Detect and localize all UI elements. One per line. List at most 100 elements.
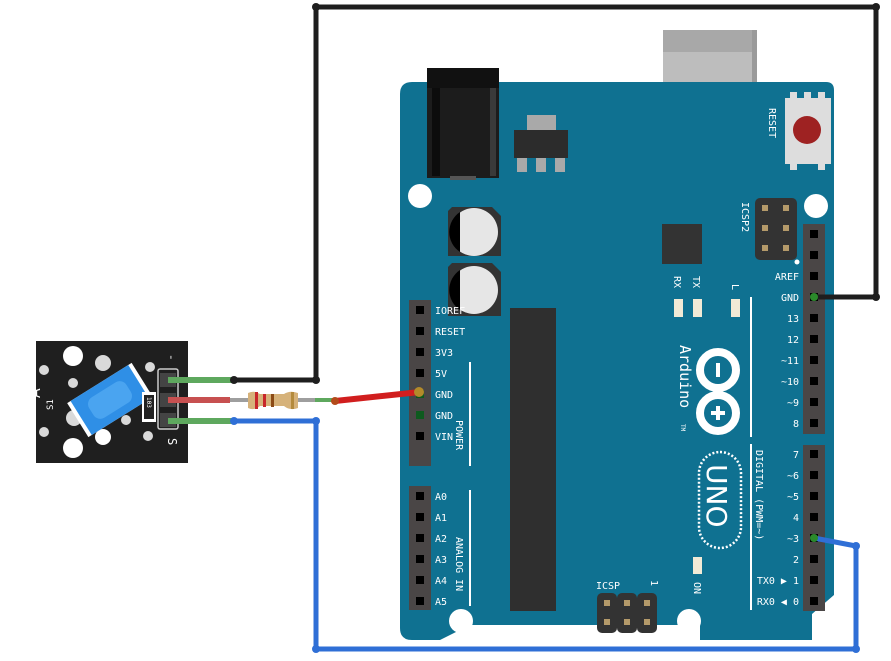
mounting-hole bbox=[408, 184, 432, 208]
uno-logo: UNO bbox=[697, 450, 743, 550]
smd-resistor-code: 103 bbox=[145, 397, 152, 408]
tilt-switch bbox=[67, 362, 153, 438]
power-header bbox=[409, 300, 431, 466]
pin-label: 2 bbox=[793, 555, 799, 566]
reset-button[interactable] bbox=[785, 92, 831, 170]
pin-label: GND bbox=[781, 293, 799, 304]
header-pin[interactable] bbox=[416, 432, 424, 440]
pin-label: ~5 bbox=[787, 492, 799, 503]
capacitor bbox=[448, 207, 501, 256]
brand-name: Arduino bbox=[676, 345, 694, 408]
pin-label: RX0 ◀ 0 bbox=[757, 597, 799, 608]
pin-label: ~3 bbox=[787, 534, 799, 545]
header-pin[interactable] bbox=[416, 555, 424, 563]
pin-label: ~10 bbox=[781, 377, 799, 388]
header-pin[interactable] bbox=[810, 272, 818, 280]
header-pin[interactable] bbox=[810, 576, 818, 584]
pin-label: A5 bbox=[435, 597, 447, 608]
on-label: ON bbox=[691, 582, 702, 594]
pin-label: IOREF bbox=[435, 306, 465, 317]
led-tx bbox=[693, 299, 702, 317]
header-pin[interactable] bbox=[810, 377, 818, 385]
pin-label: ~6 bbox=[787, 471, 799, 482]
voltage-regulator bbox=[514, 115, 568, 172]
icsp-header[interactable] bbox=[597, 593, 657, 633]
pin-label: A4 bbox=[435, 576, 447, 587]
header-pin[interactable] bbox=[416, 306, 424, 314]
icsp-label: ICSP bbox=[596, 581, 620, 592]
model-name: UNO bbox=[700, 464, 733, 527]
pin-label: TX0 ▶ 1 bbox=[757, 576, 799, 587]
trademark: TM bbox=[679, 424, 686, 432]
resistor-band bbox=[263, 394, 266, 407]
resistor-band bbox=[255, 392, 258, 409]
wire-5v[interactable] bbox=[332, 389, 423, 404]
pin-label: RESET bbox=[435, 327, 465, 338]
header-pin[interactable] bbox=[416, 327, 424, 335]
mounting-hole bbox=[677, 609, 701, 633]
sensor-label-a: A bbox=[28, 388, 44, 398]
header-pin[interactable] bbox=[810, 251, 818, 259]
pullup-resistor bbox=[230, 391, 335, 410]
header-pin[interactable] bbox=[810, 356, 818, 364]
led-l bbox=[731, 299, 740, 317]
pin-label: GND bbox=[435, 390, 453, 401]
mounting-hole bbox=[449, 609, 473, 633]
led-rx-label: RX bbox=[671, 276, 682, 288]
sensor-pin-minus: - bbox=[165, 354, 178, 361]
led-l-label: L bbox=[729, 284, 740, 290]
pin-label: A2 bbox=[435, 534, 447, 545]
icsp2-header[interactable] bbox=[755, 198, 800, 265]
analog-group-label: ANALOG IN bbox=[453, 537, 464, 591]
header-pin[interactable] bbox=[810, 398, 818, 406]
resistor-band bbox=[271, 394, 274, 407]
header-pin[interactable] bbox=[810, 471, 818, 479]
pin-label: ~11 bbox=[781, 356, 799, 367]
smd-resistor: 103 bbox=[142, 392, 156, 422]
pin-label: GND bbox=[435, 411, 453, 422]
arduino-logo: Arduino TM bbox=[676, 345, 740, 435]
header-pin[interactable] bbox=[810, 335, 818, 343]
digital-header-bottom bbox=[803, 445, 825, 611]
reset-label: RESET bbox=[766, 108, 777, 138]
pin-label: 12 bbox=[787, 335, 799, 346]
header-pin[interactable] bbox=[810, 230, 818, 238]
pin-label: A1 bbox=[435, 513, 447, 524]
header-pin[interactable] bbox=[416, 576, 424, 584]
header-pin[interactable] bbox=[810, 513, 818, 521]
header-pin[interactable] bbox=[416, 597, 424, 605]
dc-power-jack bbox=[427, 68, 499, 180]
usb-interface-chip bbox=[662, 224, 702, 264]
sensor-pin-s: S bbox=[165, 438, 179, 445]
pin-label: 13 bbox=[787, 314, 799, 325]
header-pin[interactable] bbox=[810, 492, 818, 500]
icsp2-label: ICSP2 bbox=[739, 202, 750, 232]
header-pin[interactable] bbox=[416, 369, 424, 377]
header-pin[interactable] bbox=[416, 348, 424, 356]
header-pin[interactable] bbox=[810, 450, 818, 458]
arduino-board: RESET ICSP2 RX TX L Arduino TM bbox=[400, 30, 834, 640]
header-pin[interactable] bbox=[416, 513, 424, 521]
analog-header bbox=[409, 486, 431, 610]
led-tx-label: TX bbox=[690, 276, 701, 288]
pin-label: 5V bbox=[435, 369, 447, 380]
header-pin[interactable] bbox=[810, 555, 818, 563]
microcontroller-chip bbox=[510, 308, 556, 611]
header-pin[interactable] bbox=[416, 492, 424, 500]
wire-ground[interactable] bbox=[234, 4, 879, 383]
header-pin[interactable] bbox=[416, 411, 424, 419]
pin-label: 4 bbox=[793, 513, 799, 524]
wire-signal[interactable] bbox=[234, 418, 859, 652]
sensor-label-s1: S1 bbox=[46, 399, 56, 410]
led-rx bbox=[674, 299, 683, 317]
header-pin[interactable] bbox=[810, 419, 818, 427]
header-pin[interactable] bbox=[416, 534, 424, 542]
pin-label: A0 bbox=[435, 492, 447, 503]
header-pin[interactable] bbox=[810, 314, 818, 322]
tilt-sensor-module: 103 A S1 - S bbox=[28, 341, 188, 463]
header-pin[interactable] bbox=[810, 597, 818, 605]
mounting-hole bbox=[804, 194, 828, 218]
pin-label: AREF bbox=[775, 272, 799, 283]
pin-label: A3 bbox=[435, 555, 447, 566]
